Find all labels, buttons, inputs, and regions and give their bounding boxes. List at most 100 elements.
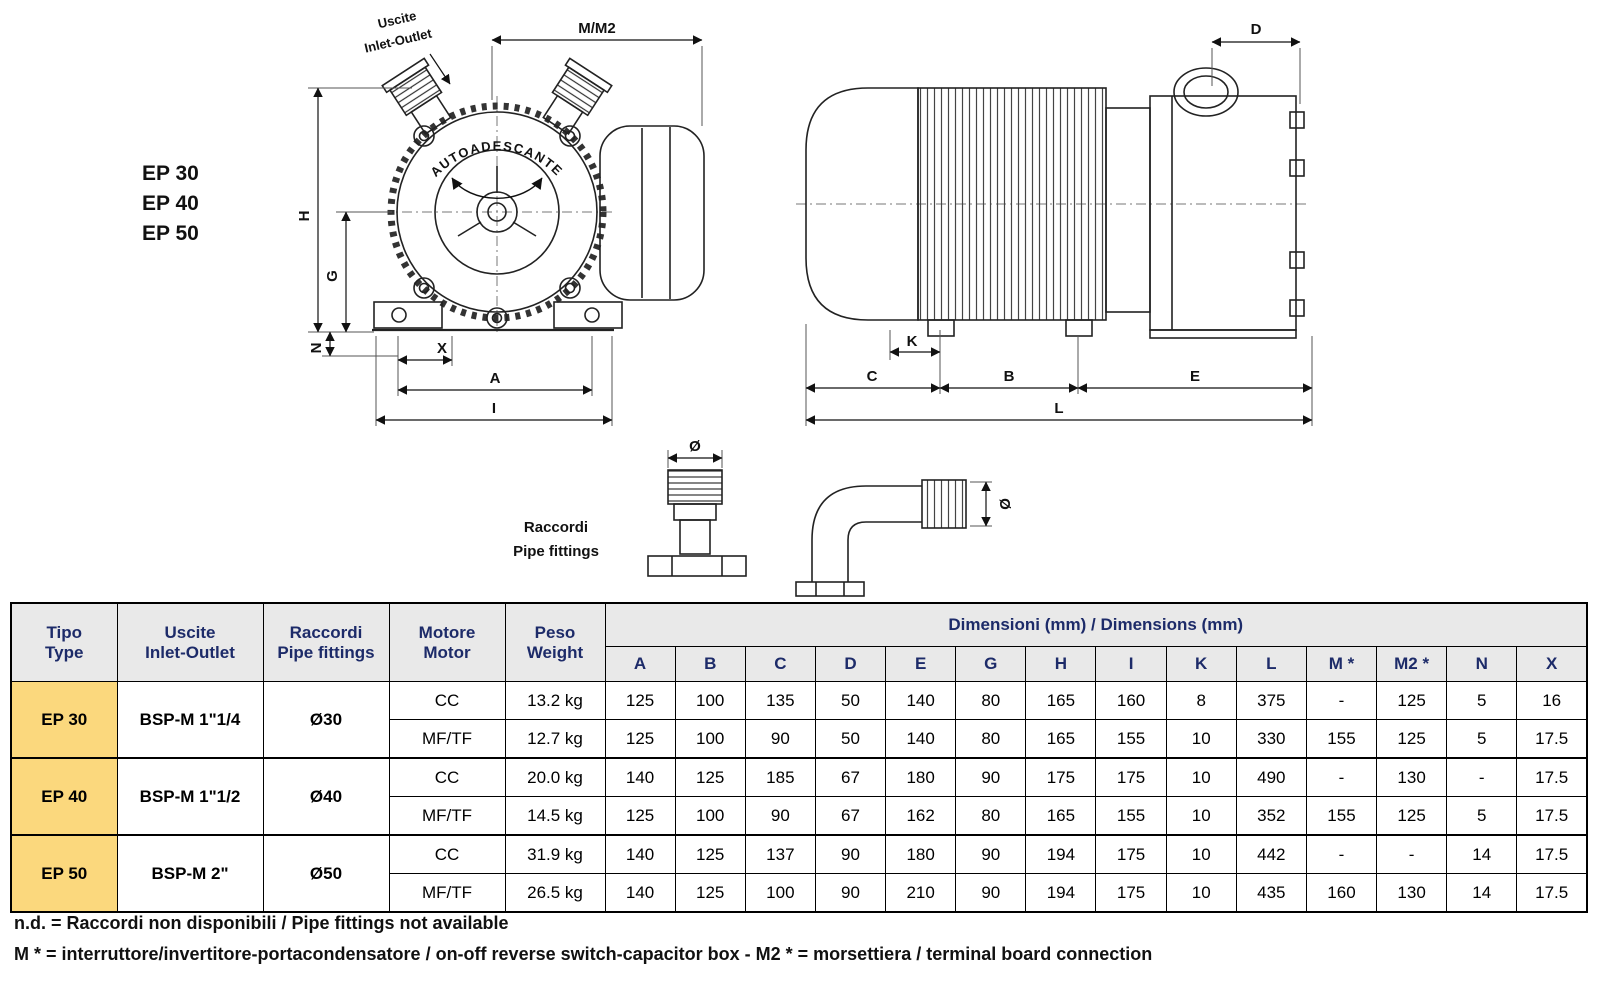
cell-dim-d: 50 <box>814 719 887 759</box>
header-dim-m2: M2 * <box>1376 646 1448 682</box>
cell-motore: MF/TF <box>388 873 506 913</box>
cell-dim-e: 162 <box>885 796 957 836</box>
header-peso-it: Peso <box>534 622 576 642</box>
cell-dim-m: 160 <box>1305 873 1378 913</box>
cell-dim-m2: 125 <box>1376 719 1448 759</box>
cell-dim-e: 140 <box>885 719 957 759</box>
cell-tipo: EP 50 <box>10 834 118 913</box>
cell-raccordi: Ø40 <box>262 757 390 836</box>
cell-dim-x: 17.5 <box>1516 796 1588 836</box>
cell-dim-e: 180 <box>885 757 957 797</box>
cell-dim-a: 125 <box>604 796 676 836</box>
header-dim-x: X <box>1516 646 1588 682</box>
cell-dim-h: 165 <box>1025 719 1097 759</box>
cell-dim-d: 50 <box>814 681 887 720</box>
cell-dim-d: 67 <box>814 757 887 797</box>
straight-fitting <box>647 469 747 577</box>
cell-dim-i: 175 <box>1095 757 1167 797</box>
cell-dim-c: 90 <box>744 719 816 759</box>
cell-dim-n: 14 <box>1446 834 1518 874</box>
note-m-m2: M * = interruttore/invertitore-portacond… <box>14 944 1153 964</box>
cell-dim-g: 90 <box>955 757 1027 797</box>
cell-dim-m: - <box>1305 757 1378 797</box>
pipe-fittings-drawing: Raccordi Pipe fittings <box>513 438 1013 597</box>
model-label-ep50: EP 50 <box>142 222 199 245</box>
cell-dim-m: 155 <box>1305 796 1378 836</box>
motor-silhouette <box>599 125 705 301</box>
header-dimensions-span: Dimensioni (mm) / Dimensions (mm) <box>604 602 1588 647</box>
cell-peso: 14.5 kg <box>504 796 606 836</box>
header-motore-it: Motore <box>418 622 476 642</box>
cell-tipo: EP 40 <box>10 757 118 836</box>
header-dim-h: H <box>1025 646 1097 682</box>
cell-dim-m: 155 <box>1305 719 1378 759</box>
cell-peso: 20.0 kg <box>504 757 606 797</box>
cell-dim-h: 194 <box>1025 834 1097 874</box>
uscite-label-en: Inlet-Outlet <box>363 25 434 55</box>
header-tipo-en: Type <box>45 642 84 662</box>
cell-dim-b: 125 <box>674 757 746 797</box>
cell-dim-h: 175 <box>1025 757 1097 797</box>
cell-dim-g: 80 <box>955 719 1027 759</box>
header-tipo: Tipo Type <box>10 602 118 682</box>
cell-dim-k: 8 <box>1165 681 1237 720</box>
cell-motore: MF/TF <box>388 796 506 836</box>
cell-dim-a: 140 <box>604 757 676 797</box>
note-nd: n.d. = Raccordi non disponibili / Pipe f… <box>14 913 509 933</box>
model-label-ep40: EP 40 <box>142 192 199 215</box>
header-raccordi-it: Raccordi <box>289 622 363 642</box>
cell-dim-m: - <box>1305 681 1378 720</box>
header-dim-a: A <box>604 646 676 682</box>
cell-dim-m2: - <box>1376 834 1448 874</box>
header-peso: Peso Weight <box>504 602 606 682</box>
dim-label-l: L <box>1054 400 1063 417</box>
dim-label-b: B <box>1004 368 1015 385</box>
cell-dim-l: 435 <box>1235 873 1307 913</box>
cell-dim-l: 490 <box>1235 757 1307 797</box>
base-feet <box>372 301 623 332</box>
cell-raccordi: Ø50 <box>262 834 390 913</box>
header-uscite: Uscite Inlet-Outlet <box>116 602 264 682</box>
dimensions-table: Tipo Type Uscite Inlet-Outlet Raccordi P… <box>10 602 1588 913</box>
cell-dim-c: 90 <box>744 796 816 836</box>
fittings-label-it: Raccordi <box>524 519 588 536</box>
cell-dim-e: 140 <box>885 681 957 720</box>
model-list: EP 30 EP 40 EP 50 <box>142 162 199 245</box>
cell-dim-b: 100 <box>674 796 746 836</box>
header-dim-c: C <box>744 646 816 682</box>
cell-dim-e: 180 <box>885 834 957 874</box>
model-label-ep30: EP 30 <box>142 162 199 185</box>
header-peso-en: Weight <box>526 642 584 662</box>
cell-dim-h: 194 <box>1025 873 1097 913</box>
cell-uscite: BSP-M 1"1/2 <box>116 757 264 836</box>
header-uscite-it: Uscite <box>164 622 216 642</box>
table-header-row-2: A B C D E G H I K L M * M2 * N X <box>11 646 1588 682</box>
cell-dim-a: 140 <box>604 834 676 874</box>
cell-raccordi: Ø30 <box>262 681 390 759</box>
cell-dim-b: 100 <box>674 681 746 720</box>
elbow-fitting <box>795 479 967 597</box>
cell-dim-c: 185 <box>744 757 816 797</box>
header-raccordi: Raccordi Pipe fittings <box>262 602 390 682</box>
cell-motore: CC <box>388 834 506 874</box>
dim-label-n: N <box>308 343 325 354</box>
front-view-dimensions: Uscite Inlet-Outlet M/M2 H G N X A I <box>296 8 703 426</box>
header-dim-m: M * <box>1305 646 1378 682</box>
cell-dim-a: 140 <box>604 873 676 913</box>
header-dim-e: E <box>885 646 957 682</box>
cell-uscite: BSP-M 2" <box>116 834 264 913</box>
cell-dim-n: 5 <box>1446 719 1518 759</box>
dim-label-i: I <box>492 400 496 417</box>
header-uscite-en: Inlet-Outlet <box>145 642 235 662</box>
cell-motore: CC <box>388 757 506 797</box>
header-dim-g: G <box>955 646 1027 682</box>
cell-dim-c: 137 <box>744 834 816 874</box>
dim-label-x: X <box>437 340 447 357</box>
cell-peso: 13.2 kg <box>504 681 606 720</box>
header-dim-k: K <box>1165 646 1237 682</box>
cell-dim-m2: 125 <box>1376 796 1448 836</box>
